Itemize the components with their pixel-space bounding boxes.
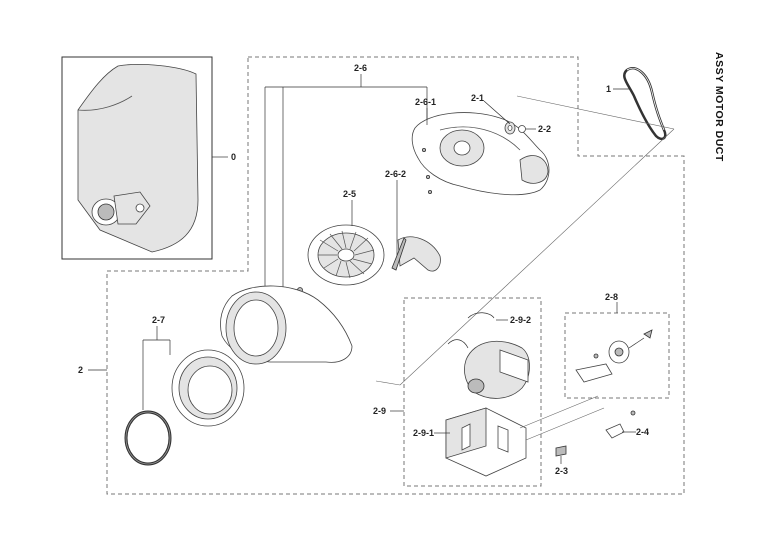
connection-lines bbox=[519, 395, 605, 441]
label-2-8: 2-8 bbox=[605, 292, 618, 302]
cabinet-motor-duct-thumb bbox=[91, 191, 151, 226]
label-2: 2 bbox=[78, 365, 83, 375]
duct-rear-cover bbox=[411, 112, 550, 196]
label-2-6: 2-6 bbox=[354, 63, 367, 73]
label-0: 0 bbox=[231, 152, 236, 162]
label-2-9-1: 2-9-1 bbox=[413, 428, 434, 438]
label-2-6-1: 2-6-1 bbox=[415, 97, 436, 107]
motor-assembly-box bbox=[403, 297, 542, 487]
label-2-3: 2-3 bbox=[555, 466, 568, 476]
nut-2-2 bbox=[518, 125, 526, 133]
leader-2-1 bbox=[483, 100, 511, 125]
label-2-9: 2-9 bbox=[373, 406, 386, 416]
label-2-4: 2-4 bbox=[636, 427, 649, 437]
motor-clips bbox=[447, 312, 495, 349]
fan-impeller bbox=[307, 224, 385, 286]
motor-switch bbox=[605, 410, 636, 439]
label-2-5: 2-5 bbox=[343, 189, 356, 199]
pulley-2-1 bbox=[504, 121, 516, 135]
duct-gasket bbox=[124, 410, 172, 466]
label-2-7: 2-7 bbox=[152, 315, 165, 325]
assembly-2-outline bbox=[106, 56, 685, 495]
cabinet-box bbox=[61, 56, 213, 260]
duct-flap bbox=[391, 236, 441, 272]
label-1: 1 bbox=[606, 84, 611, 94]
label-2-6-2: 2-6-2 bbox=[385, 169, 406, 179]
duct-front-housing bbox=[220, 285, 353, 365]
bracket-2-7 bbox=[142, 326, 171, 410]
idler-pulley bbox=[575, 329, 653, 383]
diagram-title: ASSY MOTOR DUCT bbox=[713, 52, 725, 162]
label-2-1: 2-1 bbox=[471, 93, 484, 103]
duct-ring-frame bbox=[171, 349, 245, 427]
label-2-2: 2-2 bbox=[538, 124, 551, 134]
drive-belt bbox=[623, 67, 667, 141]
cabinet-illustration bbox=[77, 64, 199, 253]
motor-mount-bracket bbox=[445, 407, 527, 477]
screw-2-3 bbox=[555, 445, 567, 457]
projection-lines bbox=[375, 95, 675, 386]
drive-motor bbox=[464, 340, 530, 399]
label-2-9-2: 2-9-2 bbox=[510, 315, 531, 325]
screws-2-6-2 bbox=[421, 147, 432, 194]
